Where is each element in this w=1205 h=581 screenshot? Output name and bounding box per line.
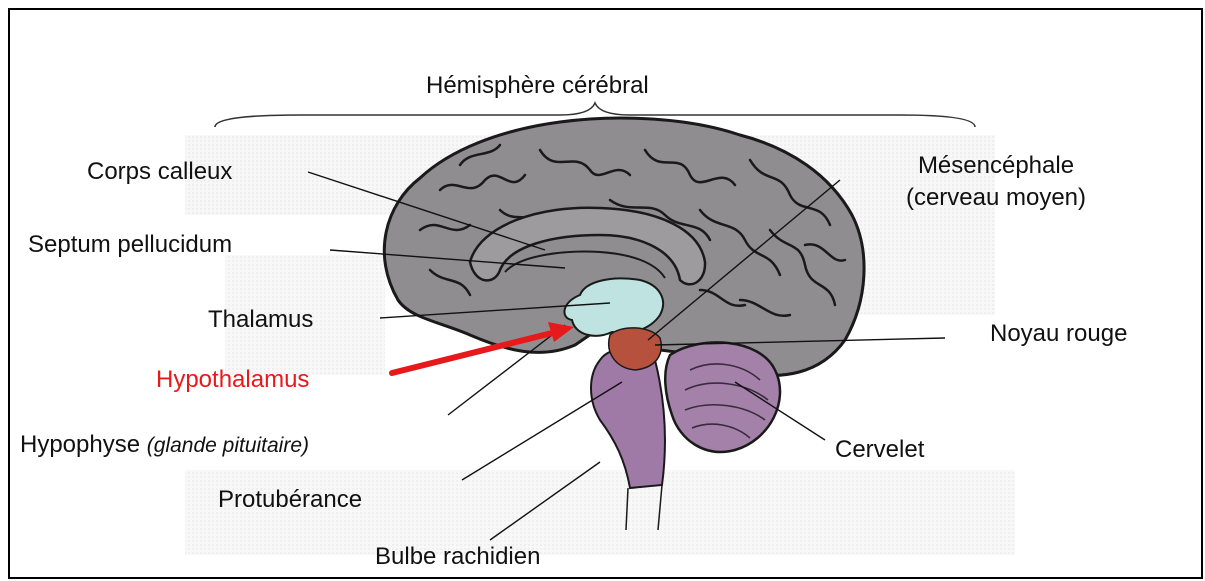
- label-corps-calleux: Corps calleux: [87, 160, 232, 184]
- label-noyau-rouge: Noyau rouge: [990, 322, 1127, 346]
- label-mesencephale: Mésencéphale (cerveau moyen): [858, 150, 1134, 215]
- label-cervelet: Cervelet: [835, 438, 924, 462]
- label-mesencephale-line2: (cerveau moyen): [858, 182, 1134, 214]
- label-hypothalamus: Hypothalamus: [156, 368, 309, 392]
- label-hypophyse: Hypophyse (glande pituitaire): [20, 433, 309, 457]
- brainstem-shape: [591, 349, 665, 488]
- label-bulbe: Bulbe rachidien: [375, 545, 540, 569]
- label-hemisphere: Hémisphère cérébral: [426, 74, 649, 98]
- label-hypophyse-note: (glande pituitaire): [147, 434, 309, 457]
- label-protuberance: Protubérance: [218, 488, 362, 512]
- label-hypophyse-main: Hypophyse: [20, 431, 140, 458]
- label-thalamus: Thalamus: [208, 308, 313, 332]
- label-mesencephale-line1: Mésencéphale: [858, 150, 1134, 182]
- label-septum: Septum pellucidum: [28, 233, 232, 257]
